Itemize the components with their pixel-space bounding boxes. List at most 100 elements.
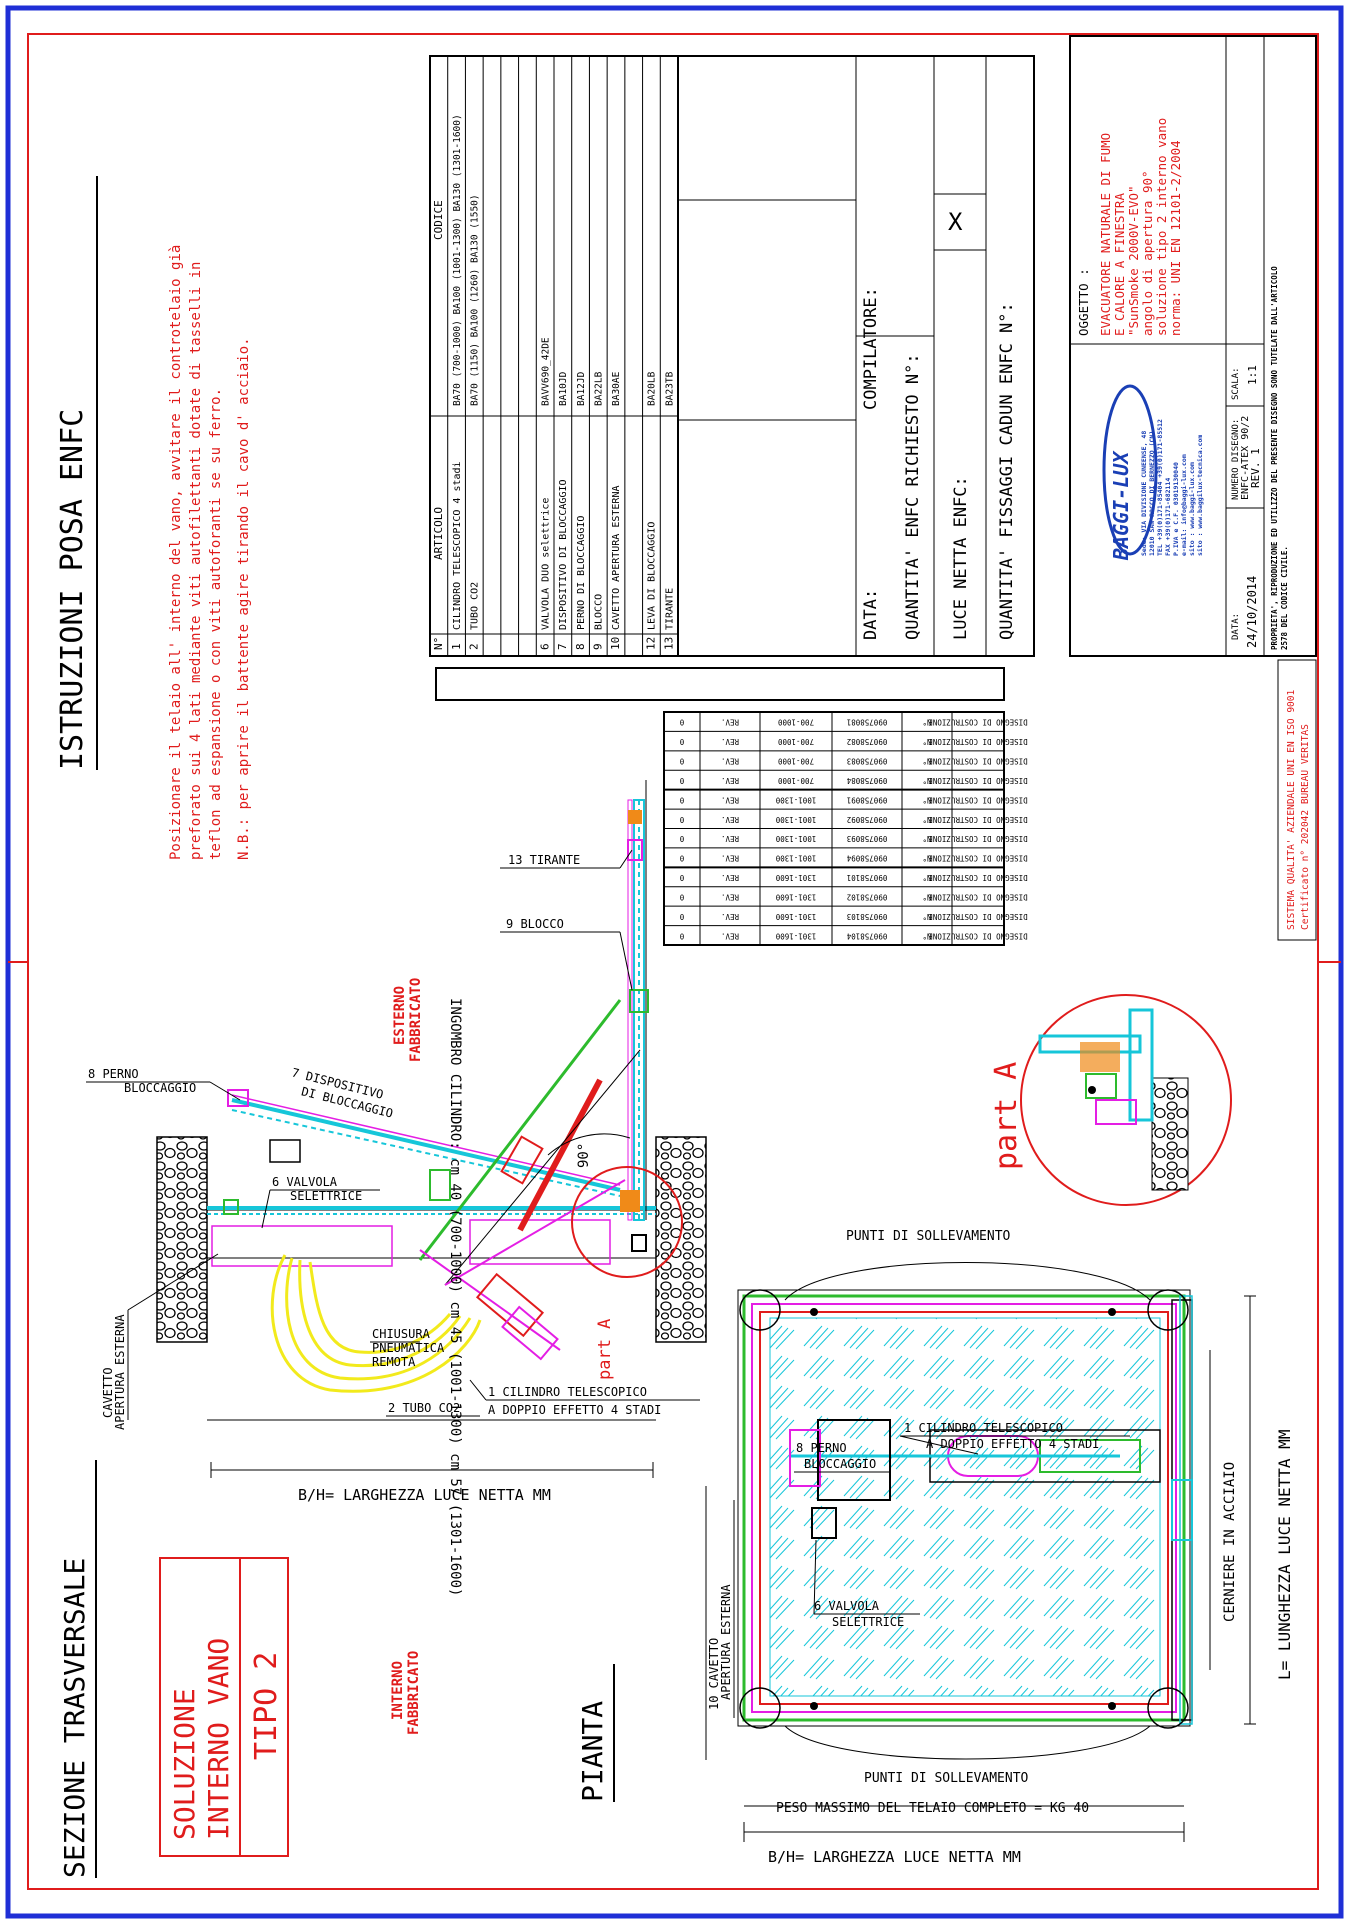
section-width-dimension: B/H= LARGHEZZA LUCE NETTA MM — [210, 1462, 654, 1504]
parts-cell-articolo: ARTICOLO — [432, 507, 445, 560]
oggetto-label: OGGETTO : — [1076, 268, 1091, 336]
revision-cell: REV. — [721, 931, 739, 940]
svg-text:10 CAVETTO: 10 CAVETTO — [707, 1638, 721, 1710]
callout-perno-plan: 8 PERNO BLOCCAGGIO — [794, 1441, 890, 1473]
parts-cell-codice: BA70 (700-1000) BA100 (1001-1300) BA130 … — [452, 114, 463, 406]
svg-text:1 CILINDRO TELESCOPICO: 1 CILINDRO TELESCOPICO — [488, 1385, 647, 1399]
svg-text:2578 DEL CODICE CIVILE.: 2578 DEL CODICE CIVILE. — [1280, 546, 1289, 650]
callout-dispositivo: 7 DISPOSITIVO DI BLOCCAGGIO — [290, 1065, 394, 1120]
svg-text:FABBRICATO: FABBRICATO — [408, 978, 424, 1062]
revision-cell: DISEGNO DI COSTRUZIONE — [928, 854, 1028, 863]
revision-cell: 0 — [679, 892, 684, 901]
revision-cell: REV. — [721, 718, 739, 727]
form-fissaggi: QUANTITA' FISSAGGI CADUN ENFC N°: — [997, 302, 1017, 640]
svg-text:APERTURA ESTERNA: APERTURA ESTERNA — [719, 1584, 733, 1700]
lifting-points-bottom: PUNTI DI SOLLEVAMENTO — [864, 1771, 1029, 1786]
parts-cell-articolo: PERNO DI BLOCCAGGIO — [576, 516, 587, 630]
revision-cell: 090758094 — [846, 854, 887, 863]
revision-cell: 0 — [679, 931, 684, 940]
instructions-line-1: Posizionare il telaio all' interno del v… — [168, 245, 184, 860]
solution-line-2: INTERNO VANO — [202, 1638, 235, 1840]
revision-cell: 0 — [679, 854, 684, 863]
svg-text:DATA:: DATA: — [1231, 613, 1241, 640]
logo-swoosh — [1102, 384, 1158, 556]
revision-cell: 090758103 — [847, 912, 888, 921]
svg-text:1 CILINDRO TELESCOPICO: 1 CILINDRO TELESCOPICO — [904, 1421, 1063, 1435]
callout-cavetto-plan: 10 CAVETTO APERTURA ESTERNA — [707, 1500, 735, 1718]
revision-cell: 1301-1600 — [775, 892, 816, 901]
section-width-label: B/H= LARGHEZZA LUCE NETTA MM — [298, 1486, 551, 1504]
revision-cell: N° — [922, 834, 931, 843]
solution-line-1: SOLUZIONE — [168, 1688, 201, 1840]
lifting-point-tr — [1147, 1289, 1189, 1331]
company-logo: BAGGI-LUX — [1109, 450, 1133, 561]
svg-text:SELETTRICE: SELETTRICE — [290, 1189, 362, 1203]
parts-cell-codice: BA30AE — [611, 371, 622, 406]
revision-cell: DISEGNO DI COSTRUZIONE — [928, 931, 1028, 940]
svg-text:sito : www.baggi-lux.com: sito : www.baggi-lux.com — [1188, 462, 1196, 556]
svg-text:FAX +39(0)171-682114: FAX +39(0)171-682114 — [1164, 478, 1172, 556]
parts-cell-codice: CODICE — [432, 200, 445, 240]
revision-cell: N° — [922, 757, 931, 766]
revision-cell: 0 — [679, 757, 684, 766]
revision-cell: 090758092 — [847, 815, 888, 824]
quality-block: SISTEMA QUALITA' AZIENDALE UNI EN ISO 90… — [1277, 659, 1317, 941]
parts-cell-articolo: CAVETTO APERTURA ESTERNA — [611, 486, 622, 631]
part-a-circle — [571, 1166, 683, 1278]
svg-text:CHIUSURA: CHIUSURA — [372, 1327, 431, 1341]
revision-cell: N° — [922, 912, 931, 921]
quality-line-1: SISTEMA QUALITA' AZIENDALE UNI EN ISO 90… — [1286, 690, 1297, 930]
svg-text:1:1: 1:1 — [1246, 365, 1259, 385]
lifting-points-top: PUNTI DI SOLLEVAMENTO — [846, 1229, 1011, 1244]
oggetto-line-1: EVACUATORE NATURALE DI FUMO — [1098, 133, 1113, 336]
svg-text:6 VALVOLA: 6 VALVOLA — [814, 1599, 880, 1613]
lifting-point-br — [1147, 1687, 1189, 1729]
revision-cell: N° — [922, 718, 931, 727]
form-data: DATA: — [861, 589, 881, 640]
instructions-text: Posizionare il telaio all' interno del v… — [168, 245, 252, 860]
svg-text:FABBRICATO: FABBRICATO — [406, 1651, 422, 1735]
revision-cell: REV. — [721, 815, 739, 824]
revision-cell: REV. — [721, 776, 739, 785]
revision-cell: 090758102 — [847, 892, 888, 901]
section-label-external: ESTERNO FABBRICATO — [392, 978, 424, 1062]
revision-cell: 0 — [679, 776, 684, 785]
svg-text:PNEUMATICA: PNEUMATICA — [372, 1341, 445, 1355]
parts-cell-n: 6 — [538, 643, 551, 650]
parts-cell-articolo: TIRANTE — [664, 588, 675, 630]
wall-left — [156, 1136, 208, 1343]
svg-text:e-mail: info@baggi-lux.com: e-mail: info@baggi-lux.com — [1180, 454, 1188, 556]
revision-cell: 090758081 — [847, 718, 888, 727]
revision-cell: 0 — [679, 815, 684, 824]
callout-cavetto-section: CAVETTO APERTURA ESTERNA — [101, 1253, 219, 1430]
svg-text:13 TIRANTE: 13 TIRANTE — [508, 853, 580, 867]
parts-cell-articolo: DISPOSITIVO DI BLOCCAGGIO — [558, 479, 569, 630]
lifting-point-bl — [739, 1687, 781, 1729]
revision-cell: 1001-1300 — [775, 854, 816, 863]
section-part-a-label: part A — [595, 1319, 615, 1380]
revision-cell: 090758083 — [847, 757, 888, 766]
company-block: BAGGI-LUX Sede: VIA DIVISIONE CUNEENSE, … — [1102, 384, 1204, 561]
revision-cell: 0 — [679, 873, 684, 882]
revision-cell: 0 — [679, 737, 684, 746]
parts-cell-codice: BA70 (1150) BA100 (1260) BA130 (1550) — [469, 194, 480, 406]
part-a-detail: part A — [989, 994, 1232, 1206]
revision-cell: 1001-1300 — [775, 795, 816, 804]
parts-cell-n: 9 — [591, 643, 604, 650]
revision-cell: REV. — [721, 912, 739, 921]
callout-blocco: 9 BLOCCO — [500, 917, 633, 991]
revision-cell: DISEGNO DI COSTRUZIONE — [928, 815, 1028, 824]
svg-text:SCALA:: SCALA: — [1231, 367, 1241, 400]
revision-cell: 090758101 — [847, 873, 888, 882]
revision-cell: 700-1000 — [777, 737, 814, 746]
parts-cell-articolo: TUBO CO2 — [469, 582, 480, 630]
parts-cell-codice: BAVV690_42DE — [540, 337, 551, 406]
revision-cell: N° — [922, 892, 931, 901]
svg-text:8 PERNO: 8 PERNO — [88, 1067, 139, 1081]
parts-cell-articolo: VALVOLA DUO selettrice — [540, 498, 551, 630]
revision-cell: 1301-1600 — [775, 931, 816, 940]
revision-cell: N° — [922, 854, 931, 863]
svg-text:REV. 1: REV. 1 — [1249, 448, 1262, 488]
revision-cell: 0 — [679, 795, 684, 804]
svg-text:Sede: VIA DIVISIONE CUNEENSE,: Sede: VIA DIVISIONE CUNEENSE, 48 — [1140, 431, 1148, 556]
